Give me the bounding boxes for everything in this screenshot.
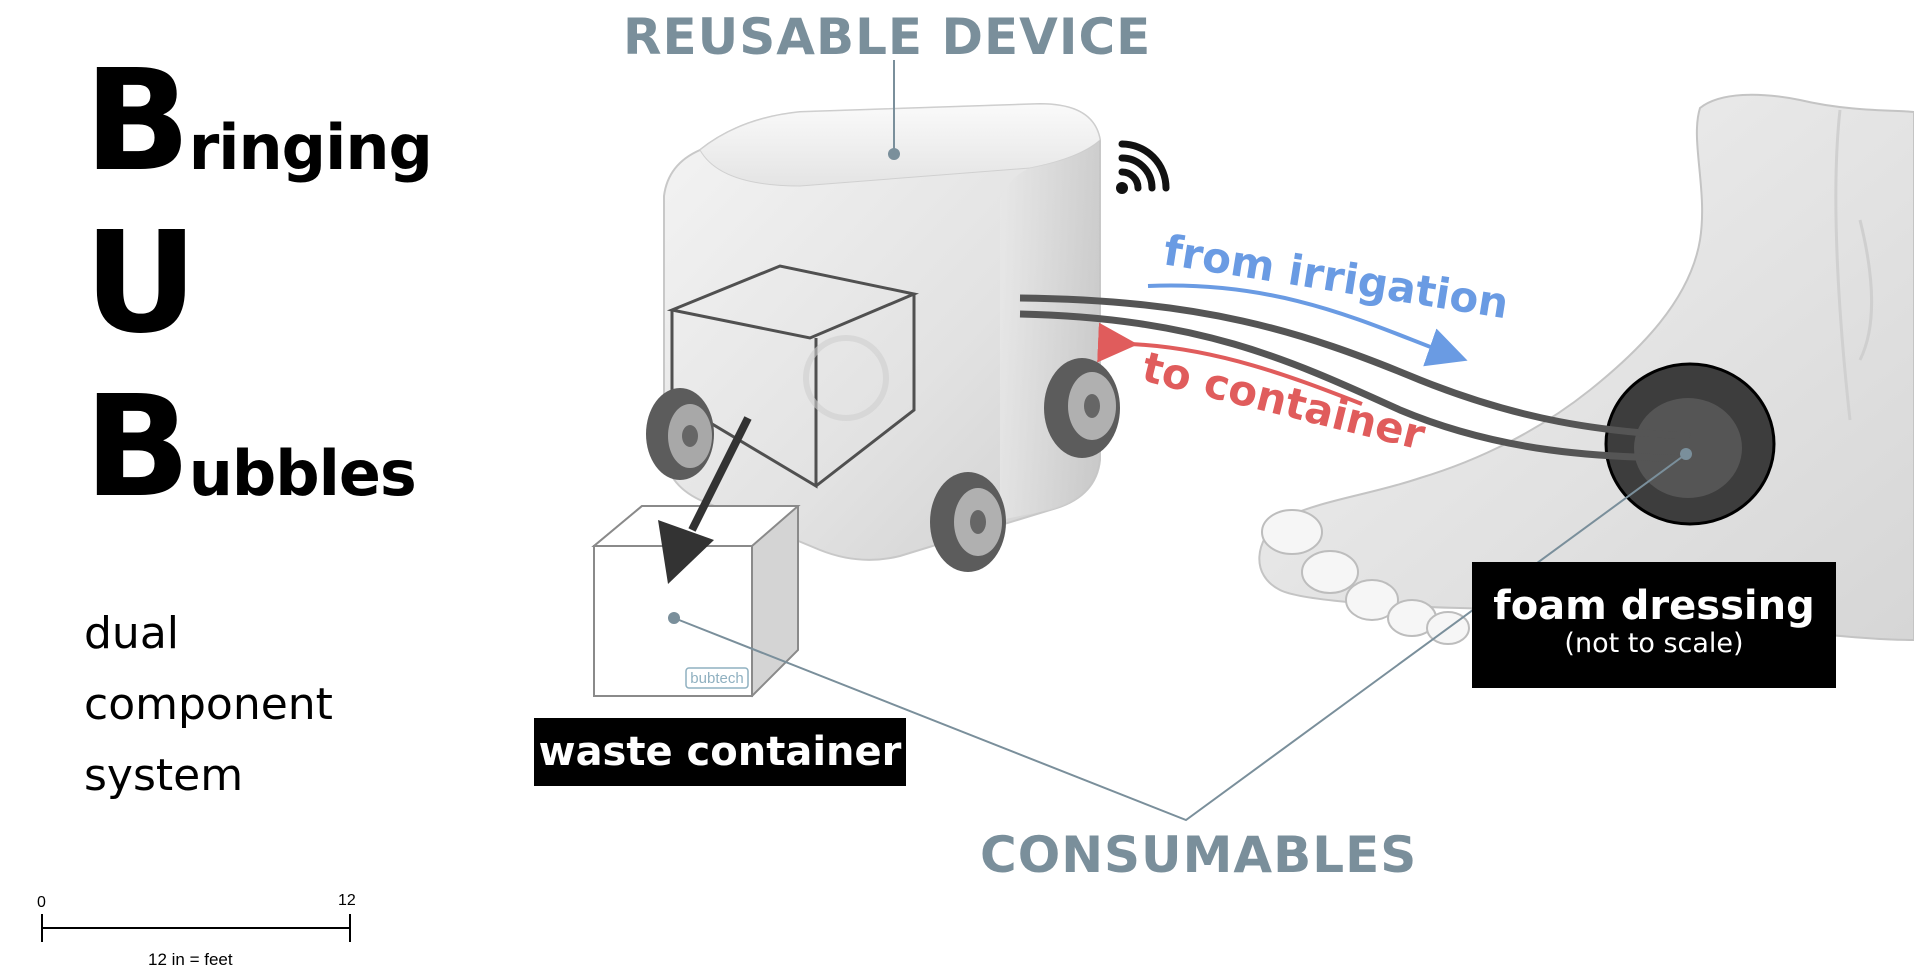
reusable-device-heading: REUSABLE DEVICE xyxy=(623,8,1152,66)
scale-bar xyxy=(41,914,351,942)
title-initial-u: U xyxy=(84,202,198,365)
consumables-heading: CONSUMABLES xyxy=(980,826,1418,884)
wheel-icon xyxy=(930,472,1006,572)
subtitle-line: component xyxy=(84,679,333,730)
device-cube xyxy=(663,102,1101,561)
title-rest-ubbles: ubbles xyxy=(188,437,417,510)
arrow-icon xyxy=(658,416,752,584)
foam-dressing-label: foam dressing (not to scale) xyxy=(1472,562,1836,688)
container-pointer-dot xyxy=(668,612,680,624)
title-initial-b2: B xyxy=(84,366,191,529)
foam-dressing-disc xyxy=(1604,362,1776,526)
title-row-bubbles: Bubbles xyxy=(84,378,417,518)
foam-dressing-title: foam dressing xyxy=(1493,583,1815,629)
device-pointer-dot xyxy=(888,148,900,160)
dressing-pointer-dot xyxy=(1680,448,1692,460)
brand-logo-text: bubtech xyxy=(690,670,743,687)
container-arrow xyxy=(1097,322,1363,406)
subtitle: dual component system xyxy=(84,598,333,811)
title-row-bringing: Bringing xyxy=(84,52,433,192)
subtitle-line: system xyxy=(84,750,244,801)
scale-end-label: 12 xyxy=(338,892,356,909)
foam-dressing-note: (not to scale) xyxy=(1564,628,1744,659)
title-row-u: U xyxy=(84,214,198,354)
wifi-icon xyxy=(1116,140,1170,194)
title-rest-ringing: ringing xyxy=(188,111,433,184)
tubes xyxy=(1019,294,1691,462)
title-initial-b: B xyxy=(84,40,191,203)
scale-caption: 12 in = feet xyxy=(148,950,233,969)
scale-start-label: 0 xyxy=(37,894,46,911)
foot-illustration xyxy=(1258,93,1914,645)
wheel-icon xyxy=(1044,358,1120,458)
subtitle-line: dual xyxy=(84,608,180,659)
irrigation-arrow xyxy=(1147,283,1468,367)
wheel-icon xyxy=(646,388,714,480)
waste-container-label: waste container xyxy=(534,718,906,786)
